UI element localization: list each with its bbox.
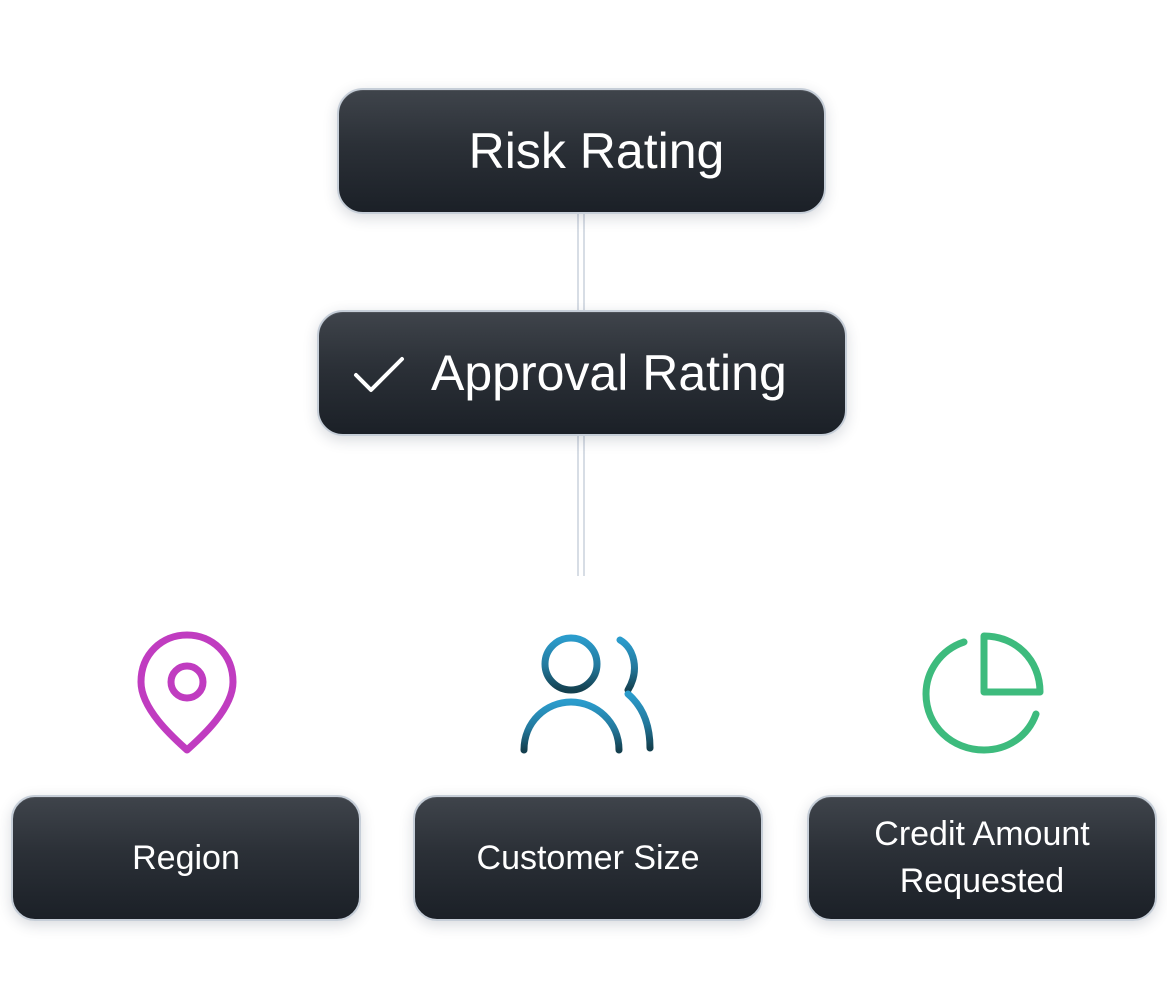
node-approval-rating[interactable]: Approval Rating (317, 310, 847, 436)
node-approval-rating-label: Approval Rating (431, 345, 787, 401)
node-risk-rating-label: Risk Rating (468, 123, 725, 179)
users-icon (520, 634, 654, 754)
node-risk-rating[interactable]: Risk Rating (337, 88, 826, 214)
map-pin-icon (137, 631, 237, 754)
node-credit-amount-line2: Requested (899, 862, 1065, 900)
check-icon (354, 357, 404, 392)
connector-approval-to-factors (577, 436, 585, 576)
node-customer-size[interactable]: Customer Size (413, 795, 763, 921)
node-credit-amount-line1: Credit Amount (874, 815, 1090, 853)
node-region[interactable]: Region (11, 795, 361, 921)
node-credit-amount-requested[interactable]: Credit Amount Requested (807, 795, 1157, 921)
node-customer-size-label: Customer Size (476, 838, 700, 877)
node-region-label: Region (132, 838, 240, 877)
connector-risk-to-approval (577, 214, 585, 310)
pie-chart-icon (922, 632, 1044, 754)
node-credit-amount-label: Credit Amount Requested (844, 811, 1119, 905)
